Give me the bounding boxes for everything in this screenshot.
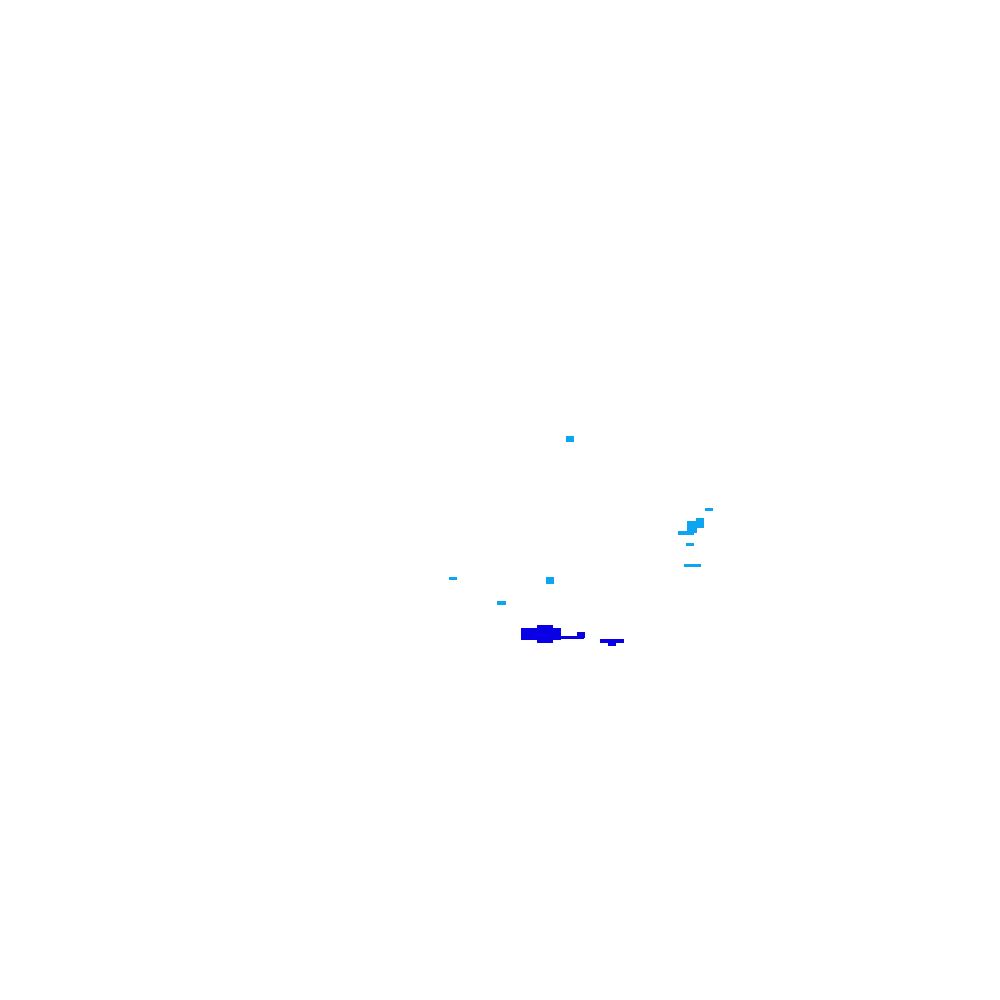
map-feature-light-6: [449, 577, 457, 580]
map-feature-light-1: [566, 436, 574, 442]
map-feature-light-3: [678, 518, 704, 535]
map-feature-light-2: [705, 508, 713, 511]
map-feature-light-8: [497, 601, 506, 605]
map-feature-light-5: [684, 564, 701, 567]
map-feature-light-7: [546, 577, 554, 584]
map-feature-dark-1: [521, 625, 585, 643]
map-feature-dark-2: [600, 639, 624, 646]
map-feature-light-4: [686, 543, 694, 546]
